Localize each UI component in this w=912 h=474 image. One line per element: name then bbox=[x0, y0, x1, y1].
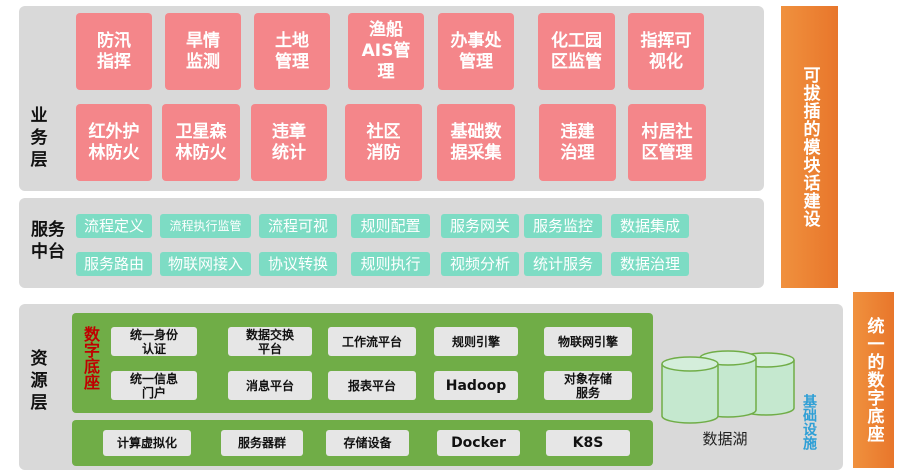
business-module: 渔船 AIS管 理 bbox=[348, 13, 424, 90]
infrastructure-component: 计算虚拟化 bbox=[103, 430, 191, 456]
service-item: 统计服务 bbox=[524, 252, 602, 276]
business-module: 化工园 区监管 bbox=[538, 13, 615, 90]
infrastructure-component: 存储设备 bbox=[326, 430, 409, 456]
digital-base-component: 数据交换 平台 bbox=[228, 327, 312, 356]
service-item: 物联网接入 bbox=[160, 252, 251, 276]
service-item: 流程可视 bbox=[259, 214, 337, 238]
infrastructure-component: Docker bbox=[437, 430, 520, 456]
business-module: 社区 消防 bbox=[345, 104, 422, 181]
business-module: 违建 治理 bbox=[539, 104, 616, 181]
digital-base-component: 物联网引擎 bbox=[544, 327, 632, 356]
data-lake-icon bbox=[661, 350, 795, 424]
business-layer-label: 业 务 层 bbox=[30, 106, 48, 170]
pluggable-modules-label: 可拔插的模块话建设 bbox=[799, 66, 820, 228]
service-item: 服务路由 bbox=[76, 252, 152, 276]
digital-base-component: 工作流平台 bbox=[328, 327, 416, 356]
business-module: 防汛 指挥 bbox=[76, 13, 152, 90]
service-item: 数据治理 bbox=[611, 252, 689, 276]
digital-base-component: 统一身份 认证 bbox=[111, 327, 197, 356]
service-item: 数据集成 bbox=[611, 214, 689, 238]
business-module: 违章 统计 bbox=[251, 104, 327, 181]
business-module: 旱情 监测 bbox=[165, 13, 241, 90]
digital-base-component: 统一信息 门户 bbox=[111, 371, 197, 400]
digital-base-component: 报表平台 bbox=[328, 371, 416, 400]
business-module: 红外护 林防火 bbox=[76, 104, 152, 181]
unified-base-label: 统一的数字底座 bbox=[863, 317, 884, 443]
business-module: 土地 管理 bbox=[254, 13, 330, 90]
digital-base-component: 对象存储 服务 bbox=[544, 371, 632, 400]
service-layer-label: 服务 中台 bbox=[31, 220, 65, 262]
service-item: 服务网关 bbox=[441, 214, 519, 238]
service-item: 规则执行 bbox=[351, 252, 430, 276]
data-lake-cylinder bbox=[661, 356, 719, 424]
service-item: 协议转换 bbox=[259, 252, 337, 276]
unified-base-bar: 统一的数字底座 bbox=[853, 292, 894, 468]
digital-base-label: 数字底座 bbox=[81, 326, 100, 390]
business-module: 基础数 据采集 bbox=[437, 104, 515, 181]
business-module: 指挥可 视化 bbox=[628, 13, 704, 90]
service-item: 流程定义 bbox=[76, 214, 152, 238]
digital-base-component: 消息平台 bbox=[228, 371, 312, 400]
infrastructure-component: K8S bbox=[546, 430, 630, 456]
resource-layer-label: 资 源 层 bbox=[30, 349, 48, 413]
business-module: 卫星森 林防火 bbox=[162, 104, 240, 181]
infrastructure-label: 基础设施 bbox=[801, 394, 817, 450]
data-lake-label: 数据湖 bbox=[702, 430, 748, 448]
digital-base-component: 规则引擎 bbox=[434, 327, 518, 356]
service-item: 规则配置 bbox=[351, 214, 430, 238]
service-item: 视频分析 bbox=[441, 252, 519, 276]
service-item: 流程执行监管 bbox=[160, 214, 251, 238]
pluggable-modules-bar: 可拔插的模块话建设 bbox=[781, 6, 838, 288]
infrastructure-component: 服务器群 bbox=[221, 430, 303, 456]
business-module: 村居社 区管理 bbox=[628, 104, 706, 181]
digital-base-component: Hadoop bbox=[434, 371, 518, 400]
service-item: 服务监控 bbox=[524, 214, 602, 238]
business-module: 办事处 管理 bbox=[438, 13, 514, 90]
